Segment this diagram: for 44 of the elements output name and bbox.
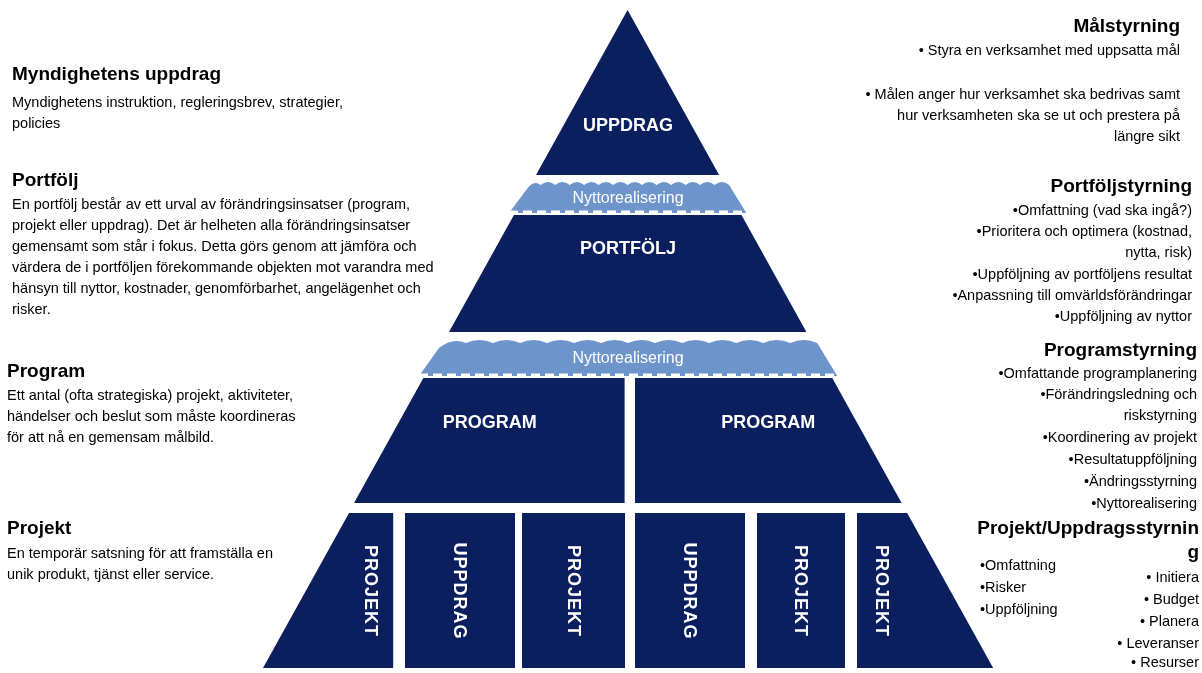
section-heading: Målstyrning bbox=[1072, 14, 1180, 38]
description-text: •Uppföljning av nyttor bbox=[1053, 307, 1192, 326]
description-text: • Budget bbox=[1142, 590, 1199, 609]
description-text: • Styra en verksamhet med uppsatta mål bbox=[917, 41, 1180, 60]
tier-label: PROJEKT bbox=[873, 544, 892, 637]
description-text: • Initiera bbox=[1145, 568, 1199, 587]
description-text: Myndighetens instruktion, regleringsbrev, strategier, policies bbox=[12, 93, 344, 133]
description-text: •Prioritera och optimera (kostnad, nytta, risk) bbox=[975, 222, 1192, 262]
tier-label: UPPDRAG bbox=[451, 542, 469, 639]
description-text: En portfölj består av ett urval av förändringsinsatser (program, projekt eller uppdrag). Det är helheten alla förändringsinsatser gemensamt som står i fokus. Detta görs genom att jämföra och värdera de i portföljen förekommande objekten mot varandra med hänsyn till nyttor, kostnader, genomförbarhet, angelägenhet och risker. bbox=[12, 195, 435, 319]
description-text: • Resurser bbox=[1130, 653, 1199, 672]
description-text: •Omfattande programplanering bbox=[997, 364, 1197, 383]
tier-label: PROJEKT bbox=[564, 544, 583, 637]
description-text: •Risker bbox=[980, 578, 1028, 597]
section-heading: Programstyrning bbox=[1042, 338, 1197, 362]
tier-label: PROGRAM bbox=[721, 413, 816, 431]
description-text: •Nyttorealisering bbox=[1090, 494, 1197, 513]
section-heading: Projekt bbox=[7, 516, 73, 540]
description-text: •Koordinering av projekt bbox=[1041, 428, 1197, 447]
tier-label: UPPDRAG bbox=[681, 542, 699, 639]
description-text: •Uppföljning bbox=[980, 600, 1059, 619]
description-text: •Omfattning bbox=[980, 556, 1057, 575]
description-text: •Omfattning (vad ska ingå?) bbox=[1011, 201, 1192, 220]
description-text: •Anpassning till omvärldsförändringar bbox=[951, 286, 1192, 305]
tier-label: Nyttorealisering bbox=[572, 189, 684, 206]
tier-label: UPPDRAG bbox=[583, 116, 673, 134]
description-text: •Uppföljning av portföljens resultat bbox=[971, 265, 1192, 284]
section-heading: Portfölj bbox=[12, 168, 80, 192]
section-heading: Portföljstyrning bbox=[1049, 174, 1192, 198]
section-heading: Program bbox=[7, 359, 87, 383]
tier-label: Nyttorealisering bbox=[572, 350, 684, 366]
description-text: •Ändringsstyrning bbox=[1082, 472, 1197, 491]
description-text: •Resultatuppföljning bbox=[1067, 450, 1197, 469]
tier-label: PROJEKT bbox=[792, 544, 810, 637]
description-text: En temporär satsning för att framställa en unik produkt, tjänst eller service. bbox=[7, 544, 274, 584]
description-text: • Leveranser bbox=[1116, 634, 1199, 653]
description-text: •Förändringsledning och riskstyrning bbox=[1039, 385, 1197, 425]
description-text: Ett antal (ofta strategiska) projekt, aktiviteter, händelser och beslut som måste koordineras för att nå en gemensam målbild. bbox=[7, 386, 297, 447]
tier-label: PROGRAM bbox=[442, 413, 537, 431]
description-text: • Planera bbox=[1138, 612, 1199, 631]
section-heading: Myndighetens uppdrag bbox=[12, 62, 222, 86]
tier-label: PROJEKT bbox=[361, 544, 380, 637]
description-text: • Målen anger hur verksamhet ska bedrivas samt hur verksamheten ska se ut och prestera på längre sikt bbox=[864, 85, 1180, 146]
tier-label: PORTFÖLJ bbox=[580, 239, 676, 257]
